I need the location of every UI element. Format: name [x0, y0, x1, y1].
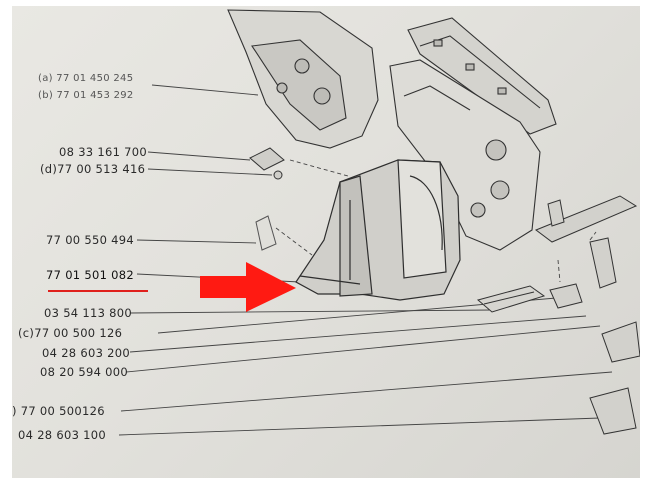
sill-piece [476, 285, 546, 313]
part-number-08-20-594-000: 08 20 594 000 [40, 365, 129, 379]
part-number-77-00-550-494: 77 00 550 494 [46, 233, 135, 247]
catalog-page: (a) 77 01 450 245 (b) 77 01 453 292 08 3… [12, 6, 640, 478]
part-number-a: (a) 77 01 450 245 [38, 73, 134, 84]
bracket-77-00-550-494 [255, 215, 277, 251]
part-number-08-33-161-700: 08 33 161 700 [59, 145, 148, 159]
inner-wing-panel [389, 59, 541, 251]
right-small-parts [534, 195, 640, 435]
part-number-d-77-00-513-416: (d)77 00 513 416 [40, 162, 146, 176]
red-pointer-arrow [200, 262, 296, 312]
part-number-04-28-603-100: 04 28 603 100 [18, 428, 107, 442]
upper-left-panel [227, 9, 379, 149]
part-number-b: (b) 77 01 453 292 [38, 90, 134, 101]
highlighted-part-number: 77 01 501 082 [46, 268, 135, 282]
red-underline [48, 290, 148, 292]
exploded-parts-diagram [118, 9, 640, 436]
part-number-77-00-500126: ) 77 00 500126 [12, 404, 105, 418]
upper-right-rail [407, 17, 557, 135]
small-bracket-08-33 [249, 147, 285, 180]
wheel-arch-assembly [295, 159, 461, 301]
part-number-c-77-00-500-126: (c)77 00 500 126 [18, 326, 123, 340]
part-number-04-28-603-200: 04 28 603 200 [42, 346, 131, 360]
part-number-03-54-113-800: 03 54 113 800 [44, 306, 133, 320]
